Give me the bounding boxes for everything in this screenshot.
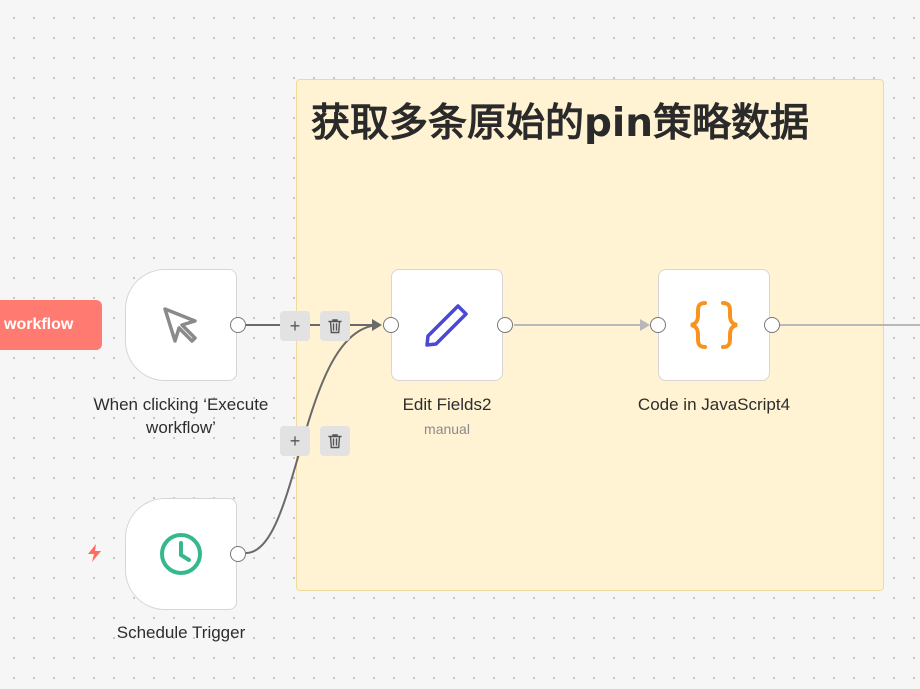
mouse-pointer-icon — [163, 307, 197, 343]
node-manual-trigger[interactable] — [125, 269, 237, 381]
connection-arrowhead — [640, 319, 650, 331]
trash-icon — [328, 434, 342, 449]
pencil-icon — [425, 304, 468, 347]
node-schedule-trigger[interactable] — [125, 498, 237, 610]
connection-schedule-to-edit — [245, 324, 381, 554]
execute-workflow-label: workflow — [4, 316, 74, 333]
node-sublabel: manual — [424, 421, 470, 437]
node-label: Code in JavaScript4 — [637, 395, 791, 414]
node-edit-fields[interactable] — [391, 269, 503, 381]
edge-add-button[interactable]: + — [280, 426, 310, 456]
input-handle[interactable] — [650, 317, 666, 333]
output-handle[interactable] — [764, 317, 780, 333]
output-handle[interactable] — [230, 317, 246, 333]
output-handle[interactable] — [230, 546, 246, 562]
node-label: Schedule Trigger — [116, 623, 246, 642]
plus-icon: + — [289, 430, 301, 451]
edge-add-button[interactable]: + — [280, 311, 310, 341]
output-handle[interactable] — [497, 317, 513, 333]
plus-icon: + — [289, 315, 301, 336]
node-label: Edit Fields2 — [402, 395, 492, 414]
node-code-javascript[interactable] — [658, 269, 770, 381]
edge-delete-button[interactable] — [320, 311, 350, 341]
edge-delete-button[interactable] — [320, 426, 350, 456]
trash-icon — [328, 319, 342, 334]
lightning-bolt-icon — [88, 544, 101, 562]
input-handle[interactable] — [383, 317, 399, 333]
sticky-note-title: 获取多条原始的pin策略数据 — [311, 101, 810, 146]
code-braces-icon — [690, 301, 738, 349]
execute-workflow-button[interactable]: workflow — [0, 300, 102, 350]
clock-icon — [160, 533, 202, 575]
